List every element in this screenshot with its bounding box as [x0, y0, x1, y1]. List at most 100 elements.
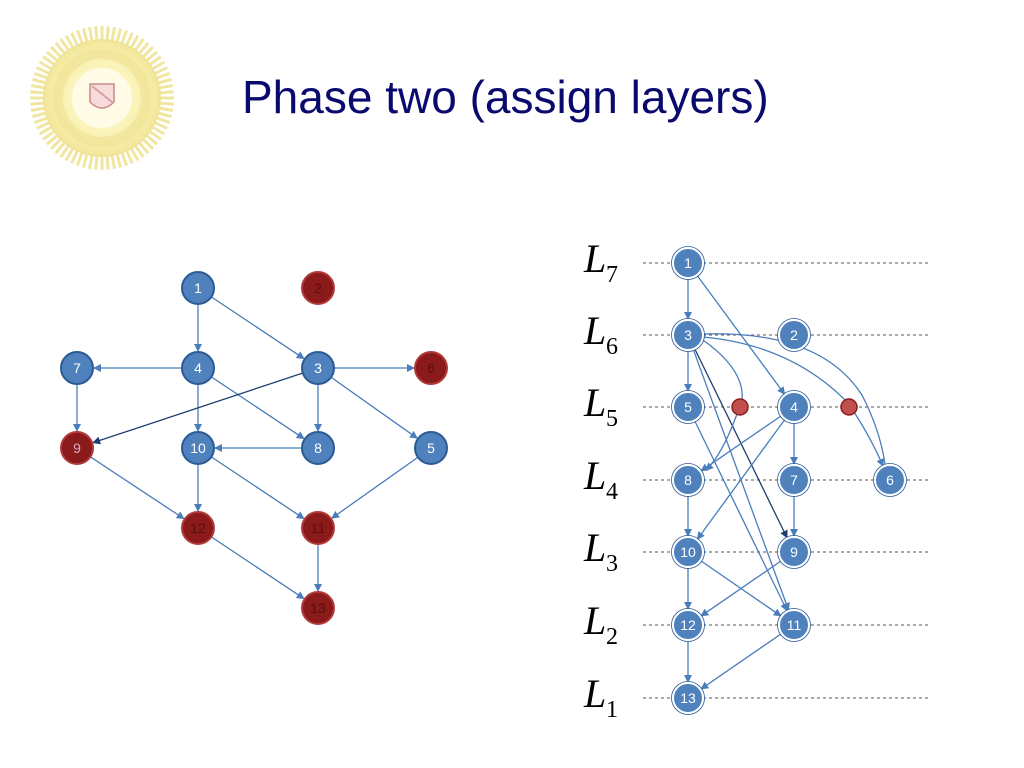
edge-3-5	[330, 376, 418, 439]
layer-letter: L	[583, 598, 606, 643]
edge-3-9	[92, 372, 304, 445]
dummy-node-1	[731, 398, 749, 416]
edge-dummy-a-8	[705, 413, 738, 471]
slide-title: Phase two (assign layers)	[242, 71, 769, 123]
right-node-label: 7	[790, 472, 798, 488]
right-node-7: 7	[777, 463, 811, 497]
edge-4-8	[210, 376, 305, 440]
left-node-label: 13	[310, 600, 326, 616]
left-node-12: 12	[181, 511, 215, 545]
layer-subscript: 2	[606, 624, 618, 650]
right-node-6: 6	[873, 463, 907, 497]
edge-1-3	[210, 296, 305, 360]
left-node-label: 7	[73, 360, 81, 376]
right-node-label: 5	[684, 399, 692, 415]
edge-3-6-arc	[701, 333, 886, 465]
edge-5-11	[693, 420, 788, 612]
right-node-12: 12	[671, 608, 705, 642]
edge-3-dummy-b	[702, 336, 846, 401]
left-graph-edges	[73, 296, 419, 600]
left-node-label: 5	[427, 440, 435, 456]
right-node-3: 3	[671, 318, 705, 352]
right-node-label: 4	[790, 399, 798, 415]
layer-letter: L	[583, 453, 606, 498]
edge-5-11	[331, 456, 419, 519]
layer-subscript: 1	[606, 697, 618, 723]
right-node-label: 11	[787, 617, 802, 633]
right-node-11: 11	[777, 608, 811, 642]
right-graph-edges	[684, 274, 886, 690]
edge-9-12	[89, 456, 185, 520]
right-node-label: 9	[790, 544, 798, 560]
left-node-7: 7	[60, 351, 94, 385]
layer-letter: L	[583, 671, 606, 716]
dummy-node-2	[840, 398, 858, 416]
left-node-label: 2	[314, 280, 322, 296]
left-node-label: 9	[73, 440, 81, 456]
edge-11-13	[700, 632, 783, 690]
layer-letter: L	[583, 525, 606, 570]
right-node-label: 12	[680, 617, 696, 633]
right-node-4: 4	[777, 390, 811, 424]
edge-4-10	[696, 418, 786, 540]
layer-letter: L	[583, 308, 606, 353]
left-node-label: 12	[190, 520, 206, 536]
right-node-label: 13	[680, 690, 696, 706]
right-node-9: 9	[777, 535, 811, 569]
edge-dummy-b-6	[853, 411, 884, 467]
right-node-13: 13	[671, 681, 705, 715]
edge-9-12	[700, 559, 783, 617]
edge-12-13	[210, 536, 305, 600]
right-node-label: 2	[790, 327, 798, 343]
layer-letter: L	[583, 380, 606, 425]
left-node-label: 3	[314, 360, 322, 376]
left-node-4: 4	[181, 351, 215, 385]
layer-subscript: 6	[606, 334, 618, 360]
right-node-1: 1	[671, 246, 705, 280]
left-node-2: 2	[301, 271, 335, 305]
left-node-5: 5	[414, 431, 448, 465]
layer-letter: L	[583, 236, 606, 281]
layer-subscript: 3	[606, 551, 618, 577]
right-node-label: 6	[886, 472, 894, 488]
left-node-11: 11	[301, 511, 335, 545]
right-node-2: 2	[777, 318, 811, 352]
left-node-label: 1	[194, 280, 202, 296]
layer-subscript: 7	[606, 262, 618, 288]
left-node-9: 9	[60, 431, 94, 465]
right-node-5: 5	[671, 390, 705, 424]
right-node-label: 10	[680, 544, 696, 560]
left-node-13: 13	[301, 591, 335, 625]
left-node-label: 6	[427, 360, 435, 376]
left-node-6: 6	[414, 351, 448, 385]
left-node-8: 8	[301, 431, 335, 465]
left-node-label: 10	[190, 440, 206, 456]
right-node-10: 10	[671, 535, 705, 569]
edge-3-dummy-a	[702, 339, 743, 401]
layer-subscript: 5	[606, 406, 618, 432]
left-node-label: 8	[314, 440, 322, 456]
right-node-label: 8	[684, 472, 692, 488]
left-node-3: 3	[301, 351, 335, 385]
left-node-1: 1	[181, 271, 215, 305]
left-node-label: 11	[311, 520, 326, 536]
right-node-label: 1	[684, 255, 692, 271]
edge-10-11	[210, 456, 305, 520]
layer-subscript: 4	[606, 479, 618, 505]
university-seal-logo	[30, 26, 174, 170]
right-node-8: 8	[671, 463, 705, 497]
left-node-10: 10	[181, 431, 215, 465]
right-node-label: 3	[684, 327, 692, 343]
left-node-label: 4	[194, 360, 202, 376]
